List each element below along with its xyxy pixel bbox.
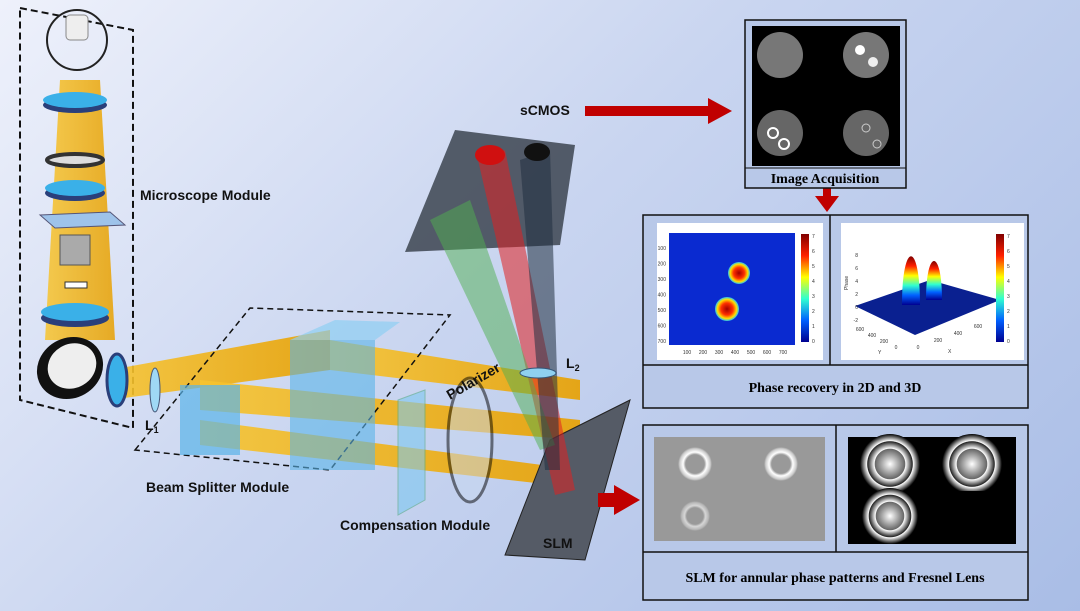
lens-l1 xyxy=(149,367,161,413)
compensation-module-label: Compensation Module xyxy=(340,517,490,533)
colorbar-3d xyxy=(996,234,1004,342)
tick-label: 1 xyxy=(1007,324,1010,330)
tick-label: 400 xyxy=(658,293,667,299)
compensation-plate xyxy=(397,389,426,516)
colorbar xyxy=(801,234,809,342)
tick-label: 3 xyxy=(812,294,815,300)
slm-label: SLM xyxy=(543,535,573,551)
tick-label: 7 xyxy=(812,234,815,240)
slm-caption: SLM for annular phase patterns and Fresn… xyxy=(685,571,985,586)
tick-label: -2 xyxy=(854,318,859,324)
tick-label: 600 xyxy=(856,327,865,333)
tick-label: 600 xyxy=(763,350,772,356)
tick-label: 4 xyxy=(1007,279,1010,285)
lamp-icon xyxy=(46,9,108,71)
phase-surface-3d xyxy=(855,280,1000,335)
tick-label: 100 xyxy=(683,350,692,356)
sample-slide xyxy=(64,281,88,289)
tick-label: 0 xyxy=(812,339,815,345)
annular-aperture xyxy=(45,152,105,168)
tick-label: 400 xyxy=(731,350,740,356)
tick-label: 400 xyxy=(868,333,877,339)
tick-label: 5 xyxy=(812,264,815,270)
z-axis-label: Phase xyxy=(844,276,850,290)
tick-label: 600 xyxy=(658,324,667,330)
tick-label: 100 xyxy=(658,246,667,252)
image-acquisition-panel: Image Acquisition xyxy=(744,19,907,189)
tick-label: 500 xyxy=(658,308,667,314)
tick-label: 8 xyxy=(855,253,858,259)
microscope-module xyxy=(19,6,134,430)
lens-relay xyxy=(105,352,129,408)
beam-splitter-label: Beam Splitter Module xyxy=(146,479,289,495)
tick-label: 7 xyxy=(1007,234,1010,240)
phase-map-2d xyxy=(669,233,795,345)
tick-label: 6 xyxy=(1007,249,1010,255)
tick-label: 200 xyxy=(934,338,943,344)
lens xyxy=(43,92,107,108)
tick-label: 400 xyxy=(954,331,963,337)
tick-label: 700 xyxy=(658,339,667,345)
y-axis-label: Y xyxy=(878,350,882,356)
tick-label: 5 xyxy=(1007,264,1010,270)
beam-splitter-module xyxy=(133,307,452,471)
objective xyxy=(59,234,91,266)
tick-label: 200 xyxy=(880,339,889,345)
l2-label: L2 xyxy=(566,355,580,373)
scmos-label: sCMOS xyxy=(520,102,570,118)
tick-label: 2 xyxy=(855,292,858,298)
image-acquisition-caption: Image Acquisition xyxy=(771,172,880,187)
tick-label: 4 xyxy=(812,279,815,285)
tick-label: 0 xyxy=(895,345,898,351)
tick-label: 1 xyxy=(812,324,815,330)
tick-label: 4 xyxy=(855,279,858,285)
tick-label: 700 xyxy=(779,350,788,356)
polarizer xyxy=(446,376,494,504)
tick-label: 200 xyxy=(658,262,667,268)
tick-label: 3 xyxy=(1007,294,1010,300)
tick-label: 200 xyxy=(699,350,708,356)
lens-l2 xyxy=(519,367,557,379)
tick-label: 2 xyxy=(1007,309,1010,315)
tick-label: 500 xyxy=(747,350,756,356)
tick-label: 600 xyxy=(974,324,983,330)
microscope-module-label: Microscope Module xyxy=(140,187,271,203)
tick-label: 0 xyxy=(855,305,858,311)
tick-label: 6 xyxy=(855,266,858,272)
phase-recovery-caption: Phase recovery in 2D and 3D xyxy=(749,381,922,396)
tick-label: 0 xyxy=(1007,339,1010,345)
tick-label: 300 xyxy=(715,350,724,356)
tick-label: 0 xyxy=(917,345,920,351)
tick-label: 6 xyxy=(812,249,815,255)
arrow-icon xyxy=(585,98,839,515)
tick-label: 300 xyxy=(658,277,667,283)
l1-label: L1 xyxy=(145,417,159,435)
slm-patterns-panel: SLM for annular phase patterns and Fresn… xyxy=(642,424,1029,601)
x-axis-label: X xyxy=(948,349,952,355)
annular-phase-pattern xyxy=(654,437,825,541)
tick-label: 2 xyxy=(812,309,815,315)
